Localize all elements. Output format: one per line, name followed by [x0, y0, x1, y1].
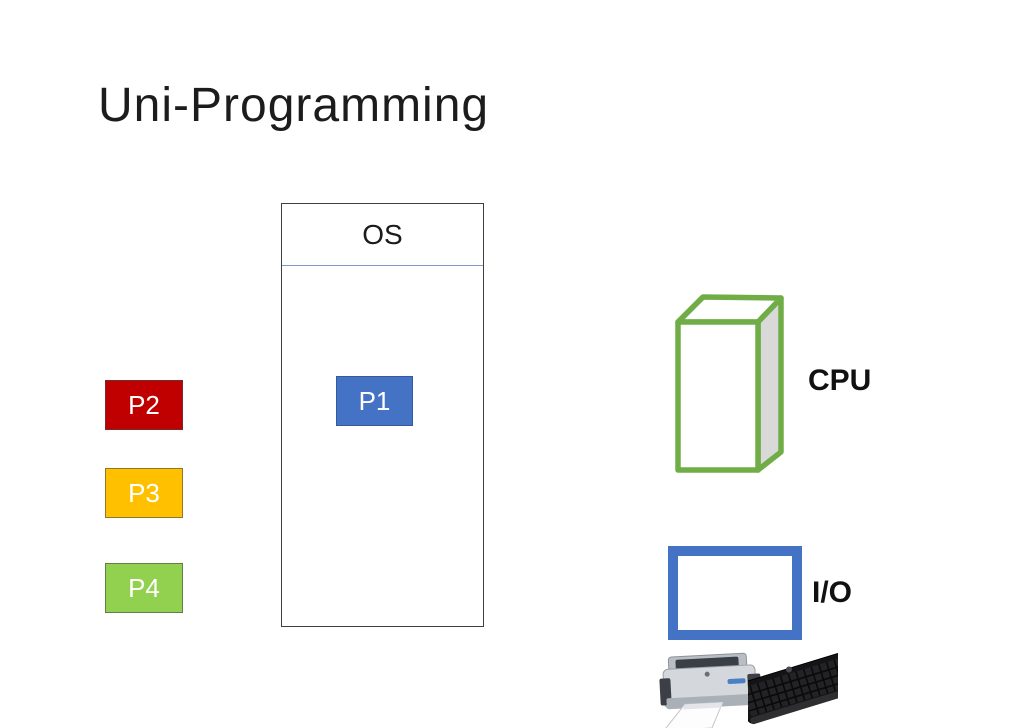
- memory-os-section: OS: [282, 204, 483, 266]
- process-p2-box: P2: [105, 380, 183, 430]
- slide-title: Uni-Programming: [98, 79, 490, 132]
- cpu-cuboid-side-face: [755, 295, 784, 473]
- process-p3-label: P3: [128, 477, 160, 508]
- os-label: OS: [362, 218, 403, 250]
- printer-logo-dot: [704, 671, 710, 677]
- printer-blue-accent: [727, 678, 746, 685]
- process-p4-label: P4: [128, 572, 160, 603]
- cpu-cuboid-shape: [675, 294, 784, 473]
- keyboard-key-rows: [748, 664, 838, 712]
- keyboard-logo-dot: [785, 666, 792, 673]
- io-label: I/O: [812, 576, 853, 609]
- process-p1-label: P1: [358, 385, 391, 416]
- process-p2-label: P2: [128, 389, 160, 420]
- cpu-cuboid-front-face: [675, 319, 761, 473]
- keyboard-image: [748, 652, 838, 725]
- keyboard-front-edge: [750, 687, 838, 725]
- process-p1-box: P1: [336, 376, 413, 426]
- process-p3-box: P3: [105, 468, 183, 518]
- io-box: [668, 546, 802, 640]
- memory-box: OS P1: [281, 203, 484, 627]
- printer-paper-sheet: [662, 701, 724, 728]
- process-p4-box: P4: [105, 563, 183, 613]
- printer-paper-shadow: [682, 702, 723, 710]
- keyboard-key-columns: [749, 659, 838, 715]
- cpu-label: CPU: [808, 364, 872, 397]
